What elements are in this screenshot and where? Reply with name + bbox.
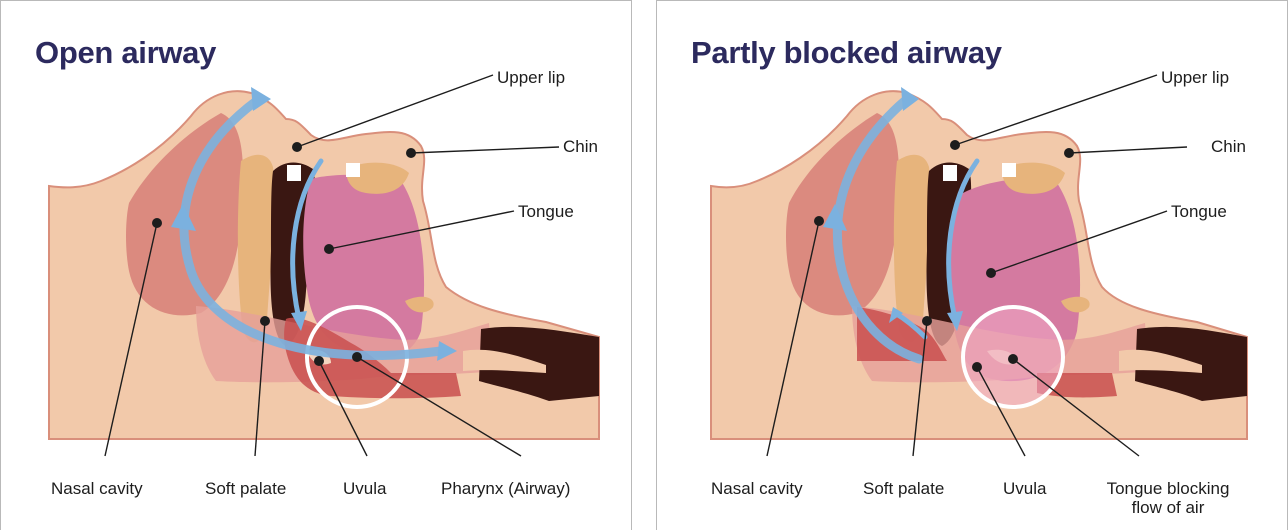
- label-upper-lip: Upper lip: [497, 68, 565, 87]
- label-uvula: Uvula: [343, 479, 386, 498]
- dot-upper-lip: [292, 142, 302, 152]
- label-tongue-blocking-line1: Tongue blocking: [1093, 479, 1243, 498]
- dot-blocking: [1008, 354, 1018, 364]
- panel-partly-blocked-airway: Partly blocked airway: [656, 0, 1288, 530]
- dot-soft-palate: [260, 316, 270, 326]
- dot-uvula: [314, 356, 324, 366]
- upper-tooth: [287, 165, 301, 181]
- label-nasal-cavity: Nasal cavity: [51, 479, 143, 498]
- label-soft-palate: Soft palate: [863, 479, 944, 498]
- dot-chin: [1064, 148, 1074, 158]
- label-nasal-cavity: Nasal cavity: [711, 479, 803, 498]
- dot-uvula: [972, 362, 982, 372]
- dot-upper-lip: [950, 140, 960, 150]
- leader-chin: [411, 147, 559, 153]
- dot-chin: [406, 148, 416, 158]
- label-chin: Chin: [1211, 137, 1246, 156]
- leader-chin: [1069, 147, 1187, 153]
- dot-pharynx: [352, 352, 362, 362]
- dot-tongue: [986, 268, 996, 278]
- panel-open-airway: Open airway: [0, 0, 632, 530]
- label-upper-lip: Upper lip: [1161, 68, 1229, 87]
- label-uvula: Uvula: [1003, 479, 1046, 498]
- upper-tooth: [943, 165, 957, 181]
- label-tongue: Tongue: [518, 202, 574, 221]
- dot-nasal: [152, 218, 162, 228]
- label-chin: Chin: [563, 137, 598, 156]
- label-tongue-blocking: Tongue blocking flow of air: [1093, 479, 1243, 517]
- dot-nasal: [814, 216, 824, 226]
- dot-soft-palate: [922, 316, 932, 326]
- lower-tooth: [346, 163, 360, 177]
- label-pharynx: Pharynx (Airway): [441, 479, 570, 498]
- lower-tooth: [1002, 163, 1016, 177]
- label-tongue: Tongue: [1171, 202, 1227, 221]
- dot-tongue: [324, 244, 334, 254]
- label-soft-palate: Soft palate: [205, 479, 286, 498]
- label-tongue-blocking-line2: flow of air: [1093, 498, 1243, 517]
